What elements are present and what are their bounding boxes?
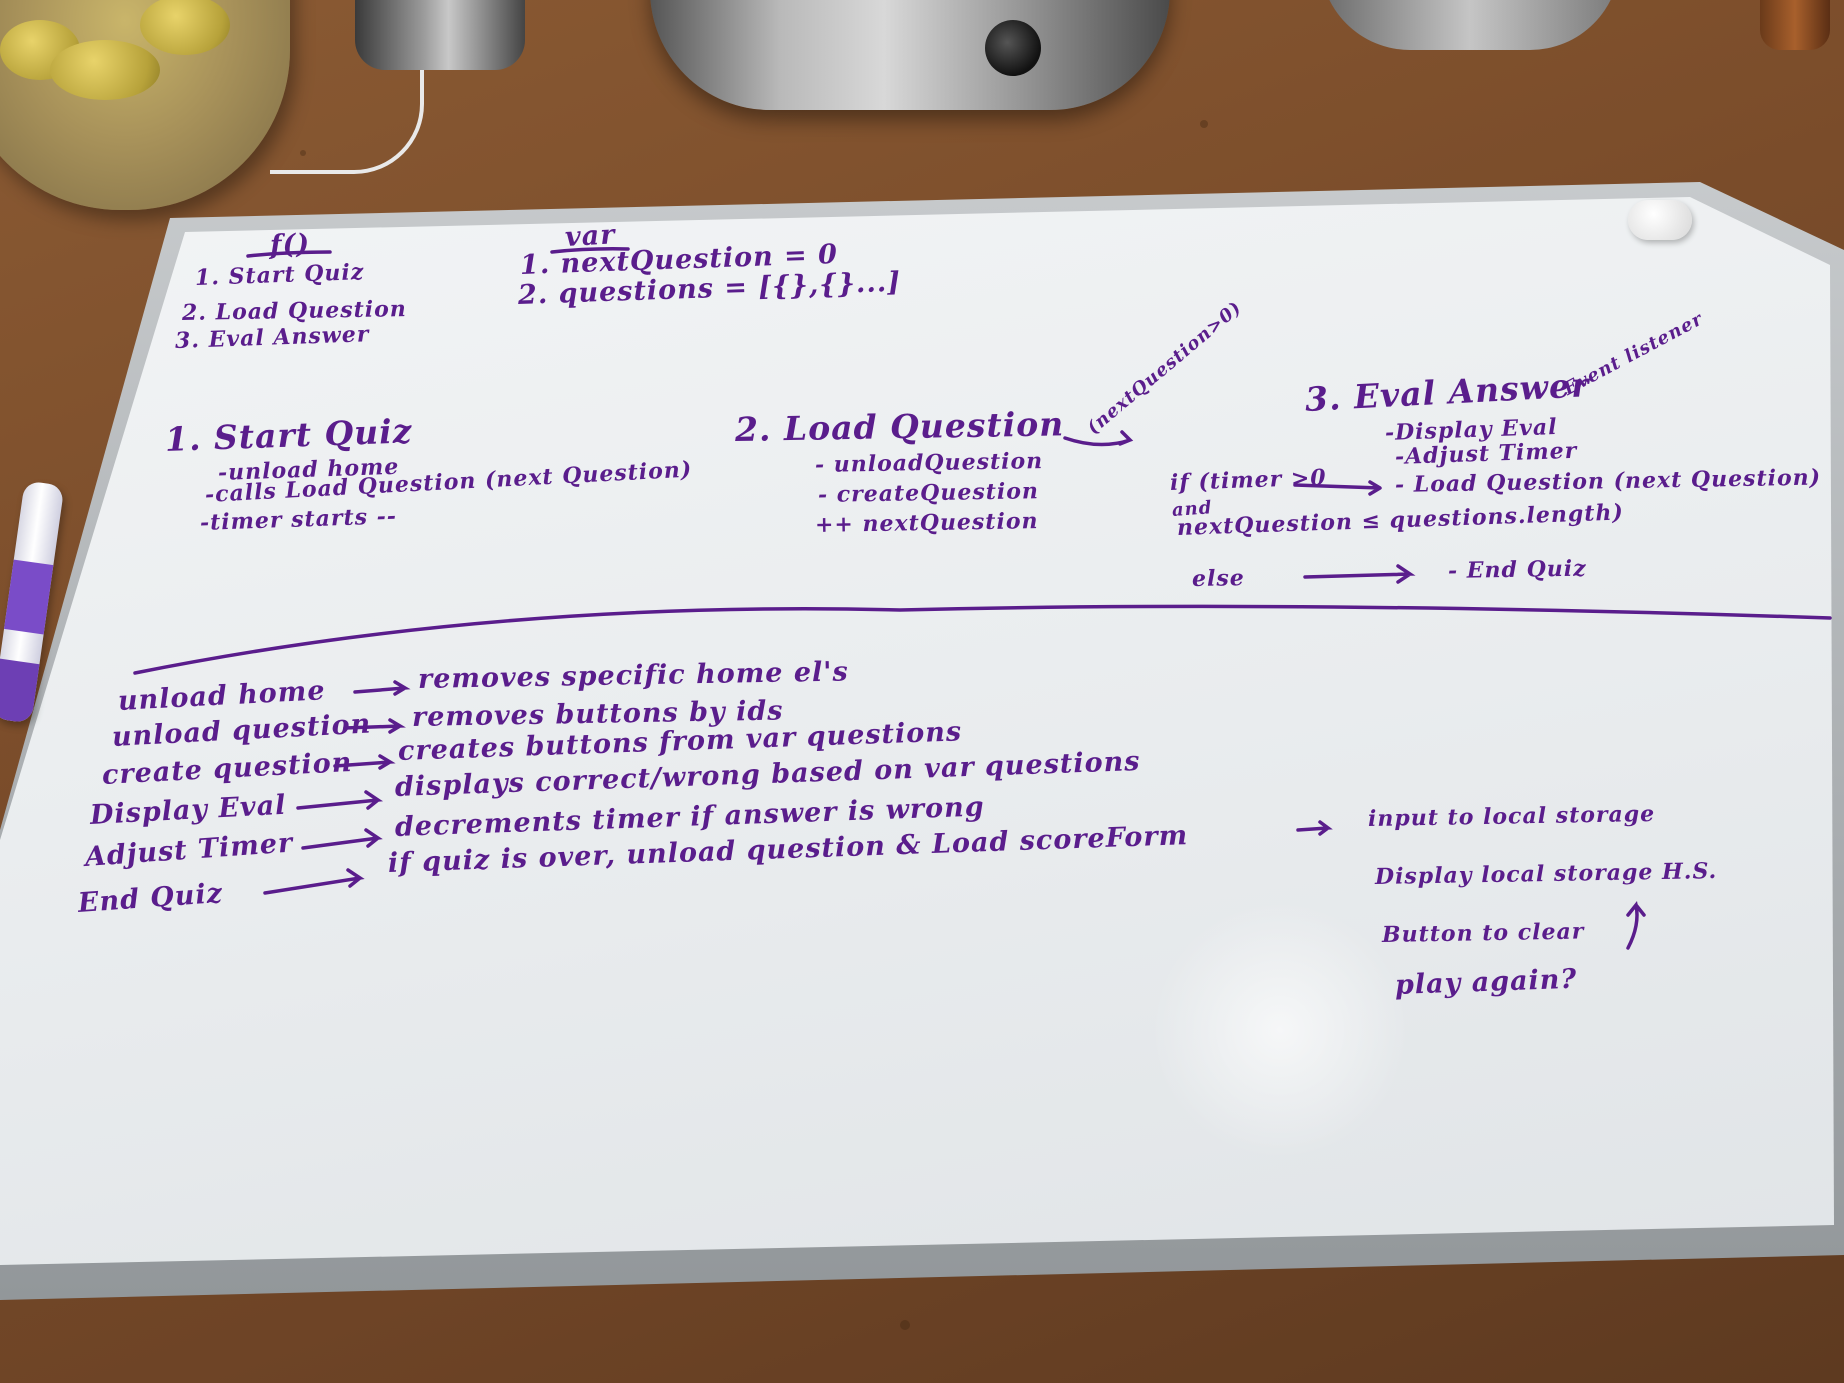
- storage-arrow: [1296, 820, 1333, 836]
- pear: [50, 40, 160, 100]
- charging-cable: [270, 0, 424, 174]
- load-question-line: - unloadQuestion: [814, 448, 1044, 478]
- def-arrow-2: [343, 718, 406, 734]
- def-arrow-4: [296, 790, 384, 810]
- functions-title: f(): [269, 228, 311, 261]
- end-note: input to local storage: [1367, 800, 1656, 832]
- def-arrow-1: [353, 680, 411, 696]
- load-question-line: - createQuestion: [817, 478, 1040, 508]
- eval-else-action: - End Quiz: [1447, 555, 1587, 584]
- eval-condition-if: if (timer >0: [1169, 464, 1328, 496]
- counter-speck: [900, 1320, 910, 1330]
- eval-else-label: else: [1191, 565, 1245, 592]
- end-note: play again?: [1394, 963, 1578, 1001]
- def-arrow-3: [333, 754, 396, 770]
- pear: [140, 0, 230, 55]
- section-divider: [133, 604, 1832, 675]
- whiteboard-eraser: [1628, 200, 1692, 240]
- def-arrow-6: [263, 868, 365, 895]
- counter-speck: [1200, 120, 1208, 128]
- note-arrow: [1063, 430, 1134, 447]
- slow-cooker: [650, 0, 1170, 110]
- light-glare: [1150, 900, 1410, 1160]
- kettle: [355, 0, 525, 70]
- wooden-jar: [1760, 0, 1830, 50]
- else-arrow: [1303, 564, 1416, 584]
- load-question-title: 2. Load Question: [734, 404, 1065, 449]
- functions-underline: [246, 250, 332, 258]
- end-note: Button to clear: [1381, 918, 1585, 948]
- vars-underline: [550, 247, 630, 254]
- function-item: 2. Load Question: [181, 296, 407, 326]
- load-question-line: ++ nextQuestion: [814, 508, 1039, 538]
- def-arrow-5: [301, 828, 383, 850]
- if-arrow: [1293, 480, 1382, 496]
- clear-arrow: [1626, 900, 1646, 950]
- slow-cooker-knob: [985, 20, 1041, 76]
